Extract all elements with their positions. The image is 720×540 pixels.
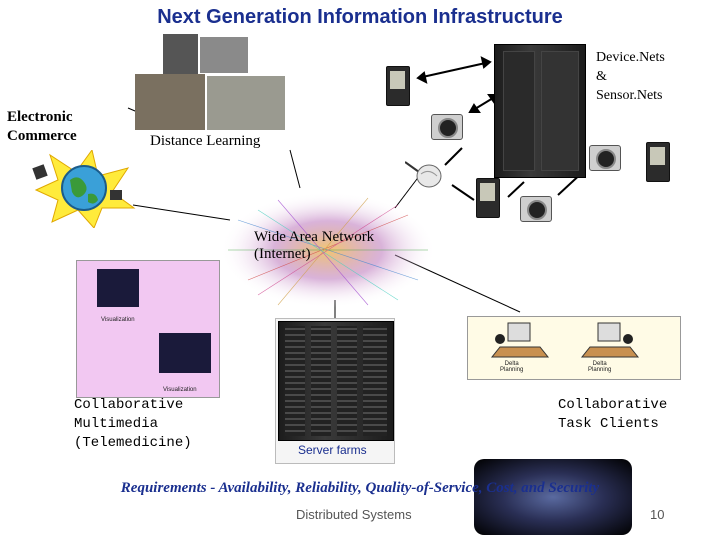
workstation-icon: [580, 321, 640, 361]
collaborative-task-label: Collaborative Task Clients: [558, 396, 667, 434]
pda-icon: [476, 178, 500, 218]
distance-learning-label: Distance Learning: [150, 133, 260, 150]
classroom-photo-3: [135, 74, 205, 130]
task-clients-panel: Delta Planning Delta Planning: [467, 316, 681, 380]
wan-label: Wide Area Network (Internet): [254, 229, 374, 263]
page-number: 10: [650, 507, 664, 522]
workstation-icon: [490, 321, 550, 361]
classroom-photo-4: [207, 76, 285, 130]
task-caption-2: Delta Planning: [588, 361, 611, 373]
visualization-photo-2: [159, 333, 211, 373]
digital-camera-icon: [520, 196, 552, 222]
tower-server-icon: [494, 44, 586, 178]
line-distance-wan: [290, 150, 300, 188]
task-caption-1: Delta Planning: [500, 361, 523, 373]
globe-satellite-group: [28, 150, 136, 228]
arrow-probe-camera: [445, 148, 462, 165]
sensor-probe-icon: [405, 158, 445, 190]
electronic-commerce-label: Electronic Commerce: [7, 108, 77, 146]
server-farm-panel: Server farms: [275, 318, 395, 464]
arrow-pda-tower2: [508, 182, 524, 197]
collaborative-multimedia-label: Collaborative Multimedia (Telemedicine): [74, 396, 192, 453]
visualization-panel: Visualization Visualization: [76, 260, 220, 398]
device-nets-label: Device.Nets & Sensor.Nets: [596, 48, 665, 105]
requirements-text: Requirements - Availability, Reliability…: [0, 480, 720, 497]
line-ecommerce-wan: [133, 205, 230, 220]
server-farms-label: Server farms: [298, 443, 367, 457]
digital-camera-icon: [431, 114, 463, 140]
slide-title: Next Generation Information Infrastructu…: [0, 6, 720, 29]
pda-icon: [386, 66, 410, 106]
distance-learning-photos: [135, 34, 285, 130]
footer-text: Distributed Systems: [296, 507, 412, 522]
classroom-photo-2: [200, 37, 248, 73]
arrow-pda-tower: [418, 62, 490, 78]
server-rack-icon: [278, 321, 394, 441]
network-visualization-image: [474, 459, 632, 535]
arrow-probe-pda: [452, 185, 474, 200]
visualization-photo-1: [97, 269, 139, 307]
pda-icon: [646, 142, 670, 182]
classroom-photo-1: [163, 34, 198, 79]
visualization-caption-2: Visualization: [163, 387, 197, 393]
visualization-caption-1: Visualization: [101, 317, 135, 323]
satellite-icon: [110, 190, 122, 200]
satellite-icon: [32, 164, 47, 179]
digital-camera-icon: [589, 145, 621, 171]
